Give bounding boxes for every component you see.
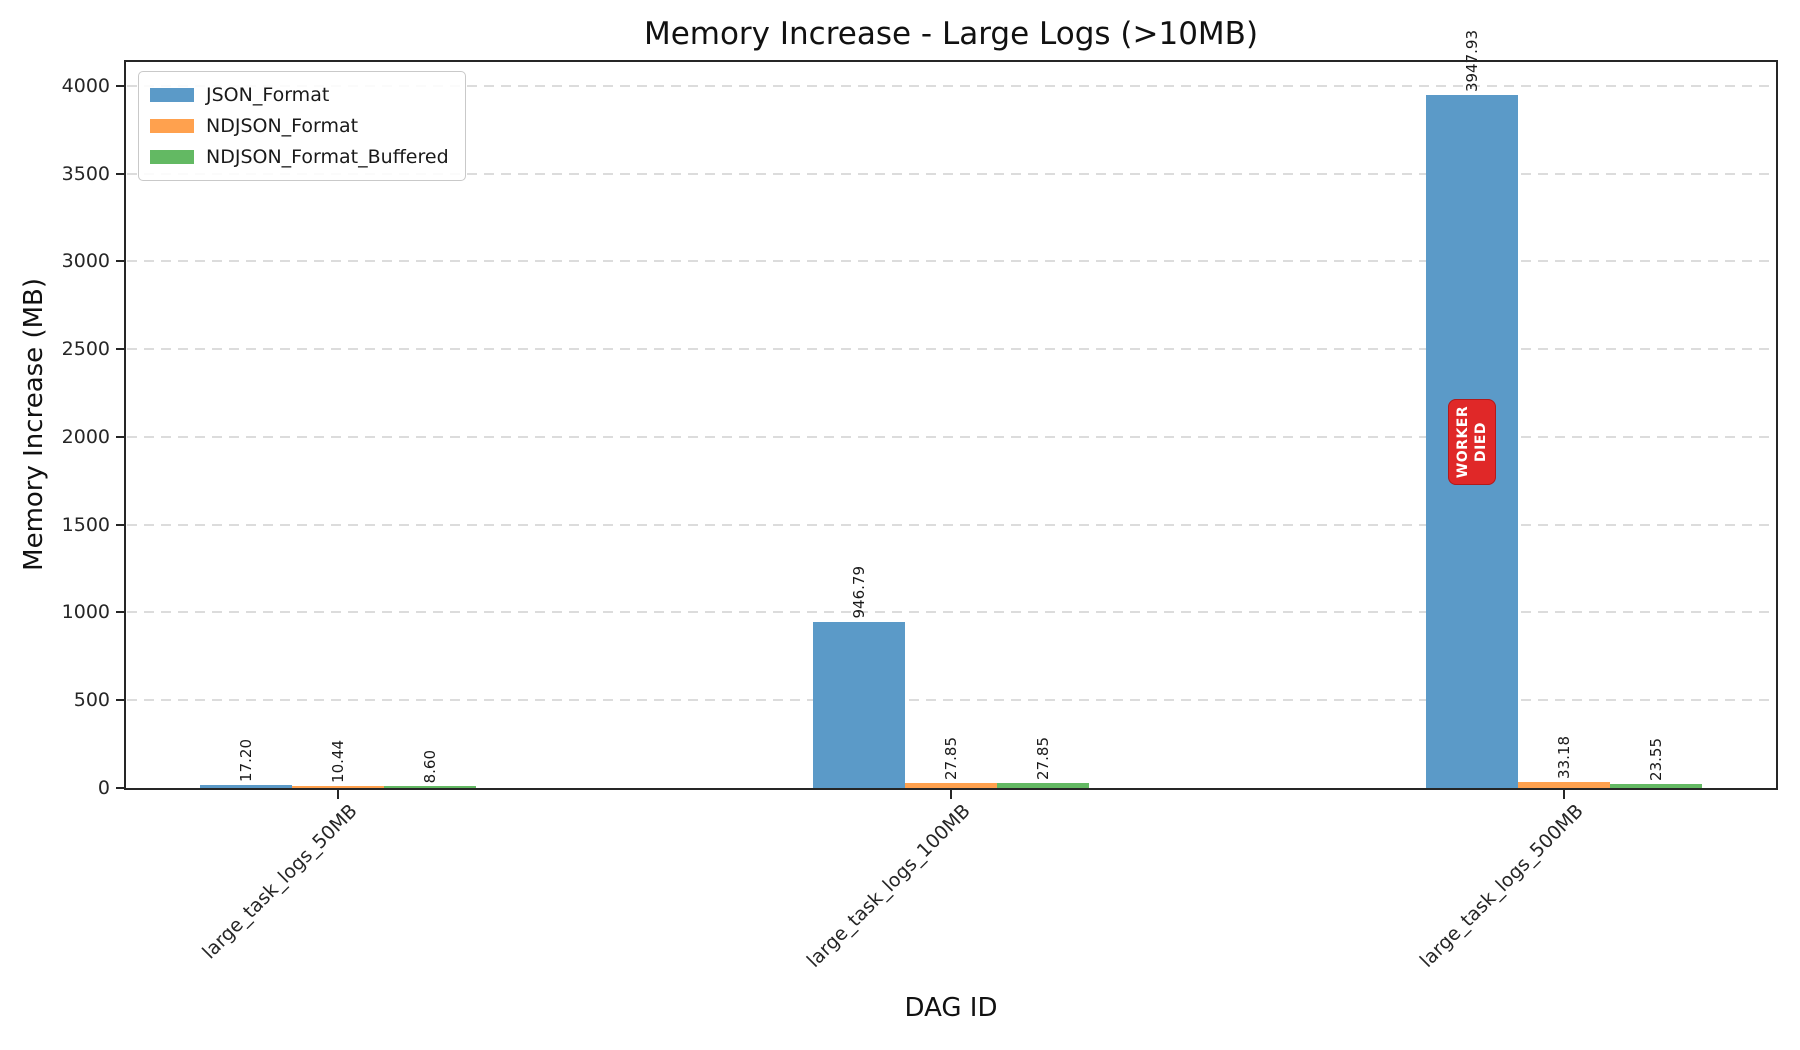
- x-tick-label: large_task_logs_100MB: [802, 800, 975, 972]
- y-tick: [116, 172, 125, 175]
- y-tick-label: 2500: [61, 338, 110, 361]
- legend-label: JSON_Format: [206, 84, 330, 106]
- bar-ndjson_format: [292, 786, 384, 788]
- bar-ndjson_format: [905, 783, 998, 788]
- x-tick: [950, 790, 953, 799]
- bar-value-label: 27.85: [942, 737, 961, 781]
- gridline: [127, 348, 1775, 351]
- y-tick-label: 1500: [61, 513, 110, 536]
- y-tick-label: 1000: [61, 601, 110, 624]
- y-tick: [116, 699, 125, 702]
- legend-swatch-icon: [150, 119, 194, 133]
- legend-item: NDJSON_Format: [150, 113, 449, 139]
- y-tick: [116, 523, 125, 526]
- chart-title: Memory Increase - Large Logs (>10MB): [643, 16, 1259, 52]
- badge-text-line: WORKER: [1455, 405, 1472, 478]
- x-tick-label: large_task_logs_500MB: [1415, 800, 1588, 972]
- bar-value-label: 946.79: [850, 566, 869, 619]
- bar-value-label: 33.18: [1555, 736, 1574, 780]
- bar-ndjson_format_buffered: [384, 786, 476, 788]
- legend-label: NDJSON_Format_Buffered: [206, 146, 449, 168]
- bar-value-label: 8.60: [421, 750, 439, 784]
- bar-json_format: [813, 621, 906, 788]
- gridline: [127, 699, 1775, 702]
- legend-label: NDJSON_Format: [206, 115, 359, 137]
- y-tick: [116, 435, 125, 438]
- badge-text-line: DIED: [1473, 421, 1490, 462]
- bar-ndjson_format_buffered: [997, 783, 1090, 788]
- bar-value-label: 23.55: [1647, 737, 1666, 781]
- legend-item: NDJSON_Format_Buffered: [150, 144, 449, 170]
- x-tick: [337, 790, 339, 799]
- y-tick: [116, 611, 125, 614]
- y-tick: [116, 787, 125, 789]
- bar-json_format: [200, 784, 292, 788]
- y-tick: [116, 84, 125, 87]
- legend-swatch-icon: [150, 150, 194, 164]
- gridline: [127, 523, 1775, 526]
- bar-ndjson_format: [1518, 782, 1611, 788]
- y-tick-label: 500: [73, 689, 110, 712]
- y-tick: [116, 348, 125, 351]
- gridline: [127, 260, 1775, 263]
- legend-item: JSON_Format: [150, 82, 449, 108]
- x-axis-label: DAG ID: [904, 993, 998, 1023]
- gridline: [127, 172, 1775, 175]
- gridline: [127, 611, 1775, 614]
- bar-value-label: 17.20: [237, 739, 255, 782]
- y-tick: [116, 260, 125, 263]
- gridline: [127, 84, 1775, 87]
- y-tick-label: 3000: [61, 250, 110, 273]
- bar-value-label: 27.85: [1034, 737, 1053, 781]
- x-tick: [1563, 790, 1566, 799]
- y-tick-label: 4000: [61, 74, 110, 97]
- gridline: [127, 435, 1775, 438]
- x-tick-label: large_task_logs_50MB: [198, 800, 362, 964]
- bar-value-label: 3947.93: [1463, 30, 1482, 93]
- y-tick-label: 3500: [61, 162, 110, 185]
- y-tick-label: 0: [97, 777, 110, 799]
- y-tick-label: 2000: [61, 425, 110, 448]
- legend-swatch-icon: [150, 88, 194, 102]
- bar-ndjson_format_buffered: [1610, 783, 1703, 788]
- bar-value-label: 10.44: [329, 740, 347, 784]
